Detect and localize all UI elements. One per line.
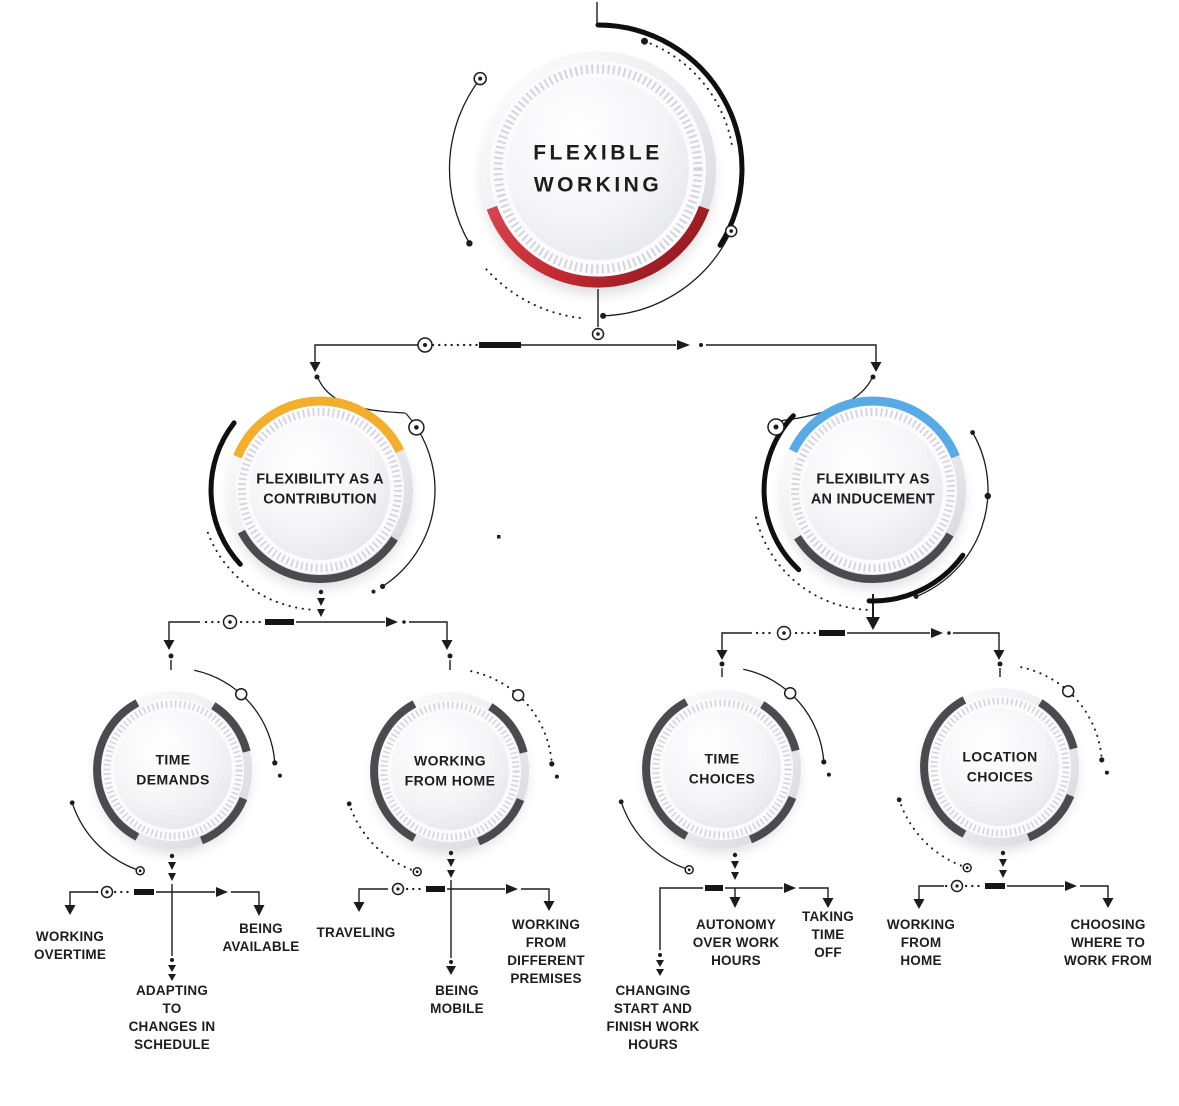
- leaf-adapting-to-changes-in-schedule: ADAPTING TO CHANGES IN SCHEDULE: [128, 983, 216, 1052]
- leaf-traveling: TRAVELING: [316, 925, 396, 940]
- node-label-time-choices: TIME CHOICES: [688, 750, 756, 786]
- rail-time-demands-to-leaves: [64, 853, 265, 981]
- node-label-flexible-working: FLEXIBLE WORKING: [533, 141, 663, 197]
- rail-time-choices-to-leaves: [656, 852, 834, 976]
- node-decor-contribution: [206, 396, 436, 611]
- leaf-choosing-where-to-work-from: CHOOSING WHERE TO WORK FROM: [1063, 917, 1153, 968]
- node-label-flexibility-as-an-inducement: FLEXIBILITY AS AN INDUCEMENT: [810, 471, 936, 508]
- leaf-being-mobile: BEING MOBILE: [430, 983, 484, 1016]
- leaf-taking-time-off: TAKING TIME OFF: [802, 909, 854, 960]
- node-label-flexibility-as-a-contribution: FLEXIBILITY AS A CONTRIBUTION: [256, 471, 384, 508]
- node-decor-inducement: [754, 396, 991, 611]
- node-location-choices: LOCATION CHOICES: [885, 652, 1115, 882]
- node-time-choices: TIME CHOICES: [607, 654, 837, 884]
- leaf-being-available: BEING AVAILABLE: [222, 921, 300, 954]
- node-decor-root: [448, 22, 745, 319]
- leaf-changing-start-and-finish-work-hours: CHANGING START AND FINISH WORK HOURS: [606, 983, 700, 1052]
- node-label-working-from-home: WORKING FROM HOME: [404, 752, 496, 788]
- rail-working-from-home-to-leaves: [353, 850, 555, 975]
- node-working-from-home: WORKING FROM HOME: [335, 656, 565, 886]
- node-flexibility-as-a-contribution: FLEXIBILITY AS A CONTRIBUTION: [180, 350, 460, 630]
- leaf-working-from-home: WORKING FROM HOME: [886, 917, 956, 968]
- node-flexible-working: FLEXIBLE WORKING: [428, 0, 768, 339]
- accent-arc-red: [486, 205, 710, 288]
- accent-arc-yellow: [233, 396, 405, 459]
- node-label-location-choices: LOCATION CHOICES: [962, 748, 1038, 784]
- rail-contribution-to-children: [163, 589, 453, 670]
- node-label-time-demands: TIME DEMANDS: [136, 751, 210, 787]
- rail-location-choices-to-leaves: [913, 850, 1114, 909]
- leaf-working-overtime: WORKING OVERTIME: [33, 929, 107, 962]
- node-flexibility-as-an-inducement: FLEXIBILITY AS AN INDUCEMENT: [733, 350, 1013, 630]
- rail-root-to-level2: [309, 2, 882, 539]
- leaf-working-from-different-premises: WORKING FROM DIFFERENT PREMISES: [507, 917, 585, 986]
- leaf-autonomy-over-work-hours: AUTONOMY OVER WORK HOURS: [692, 917, 780, 968]
- rail-inducement-to-children: [716, 594, 1005, 677]
- accent-arc-blue: [788, 396, 960, 459]
- node-time-demands: TIME DEMANDS: [58, 655, 288, 885]
